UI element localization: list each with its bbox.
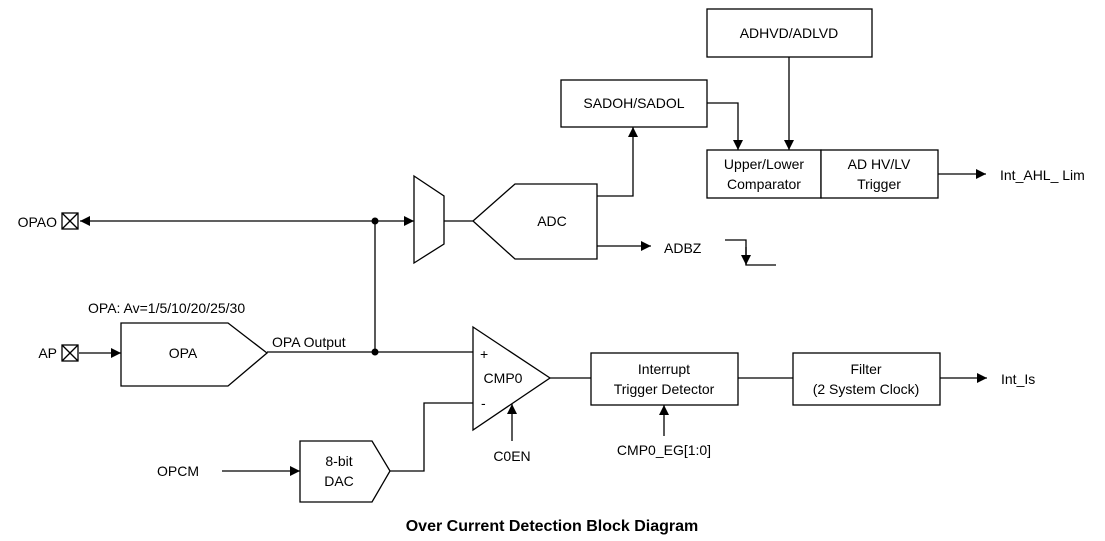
- dac-label-line1: 8-bit: [325, 453, 352, 469]
- trigger-label-line2: Trigger: [857, 176, 901, 192]
- opa-block: [120, 322, 269, 387]
- interrupt-label-line2: Trigger Detector: [614, 381, 715, 397]
- cmp0-plus-label: +: [480, 346, 488, 362]
- dac-block: [299, 440, 391, 503]
- adhvd-adlvd-label: ADHVD/ADLVD: [740, 25, 839, 41]
- diagram-caption: Over Current Detection Block Diagram: [406, 518, 699, 535]
- junction-dot-top: [371, 217, 379, 225]
- int-ahl-lim-label: Int_AHL_ Lim: [1000, 167, 1085, 183]
- opa-output-label: OPA Output: [272, 334, 346, 350]
- c0en-label: C0EN: [493, 448, 530, 464]
- adhvd-adlvd-block: [706, 8, 873, 58]
- sadoh-sadol-label: SADOH/SADOL: [583, 95, 684, 111]
- opcm-label: OPCM: [157, 463, 199, 479]
- adbz-label: ADBZ: [664, 240, 702, 256]
- comparator-label-line1: Upper/Lower: [724, 156, 804, 172]
- comparator-label-line2: Comparator: [727, 176, 801, 192]
- adc-block: [472, 183, 598, 260]
- sadoh-to-comparator-wire: [707, 102, 743, 150]
- mux-block: [413, 174, 445, 265]
- opao-pin-icon: [61, 212, 79, 230]
- int-is-label: Int_Is: [1001, 371, 1035, 387]
- cmp0-eg-label: CMP0_EG[1:0]: [617, 442, 711, 458]
- opa-gain-label: OPA: Av=1/5/10/20/25/30: [88, 300, 245, 316]
- trigger-label-line1: AD HV/LV: [848, 156, 911, 172]
- interrupt-label-line1: Interrupt: [638, 361, 690, 377]
- adc-to-sadoh-wire: [597, 127, 638, 197]
- opa-label: OPA: [169, 345, 198, 361]
- filter-label-line2: (2 System Clock): [813, 381, 920, 397]
- filter-label-line1: Filter: [850, 361, 881, 377]
- opao-label: OPAO: [18, 214, 58, 230]
- filter-block: [792, 352, 941, 406]
- adbz-waveform: [725, 239, 776, 266]
- adc-label: ADC: [537, 213, 567, 229]
- dac-label-line2: DAC: [324, 473, 354, 489]
- cmp0-minus-label: -: [481, 395, 486, 411]
- upper-lower-comparator-block: [706, 149, 822, 199]
- ap-label: AP: [38, 345, 57, 361]
- cmp0-label: CMP0: [484, 370, 523, 386]
- dac-to-cmp0-wire: [390, 402, 473, 472]
- ap-pin-icon: [61, 344, 79, 362]
- sadoh-sadol-block: [560, 79, 708, 128]
